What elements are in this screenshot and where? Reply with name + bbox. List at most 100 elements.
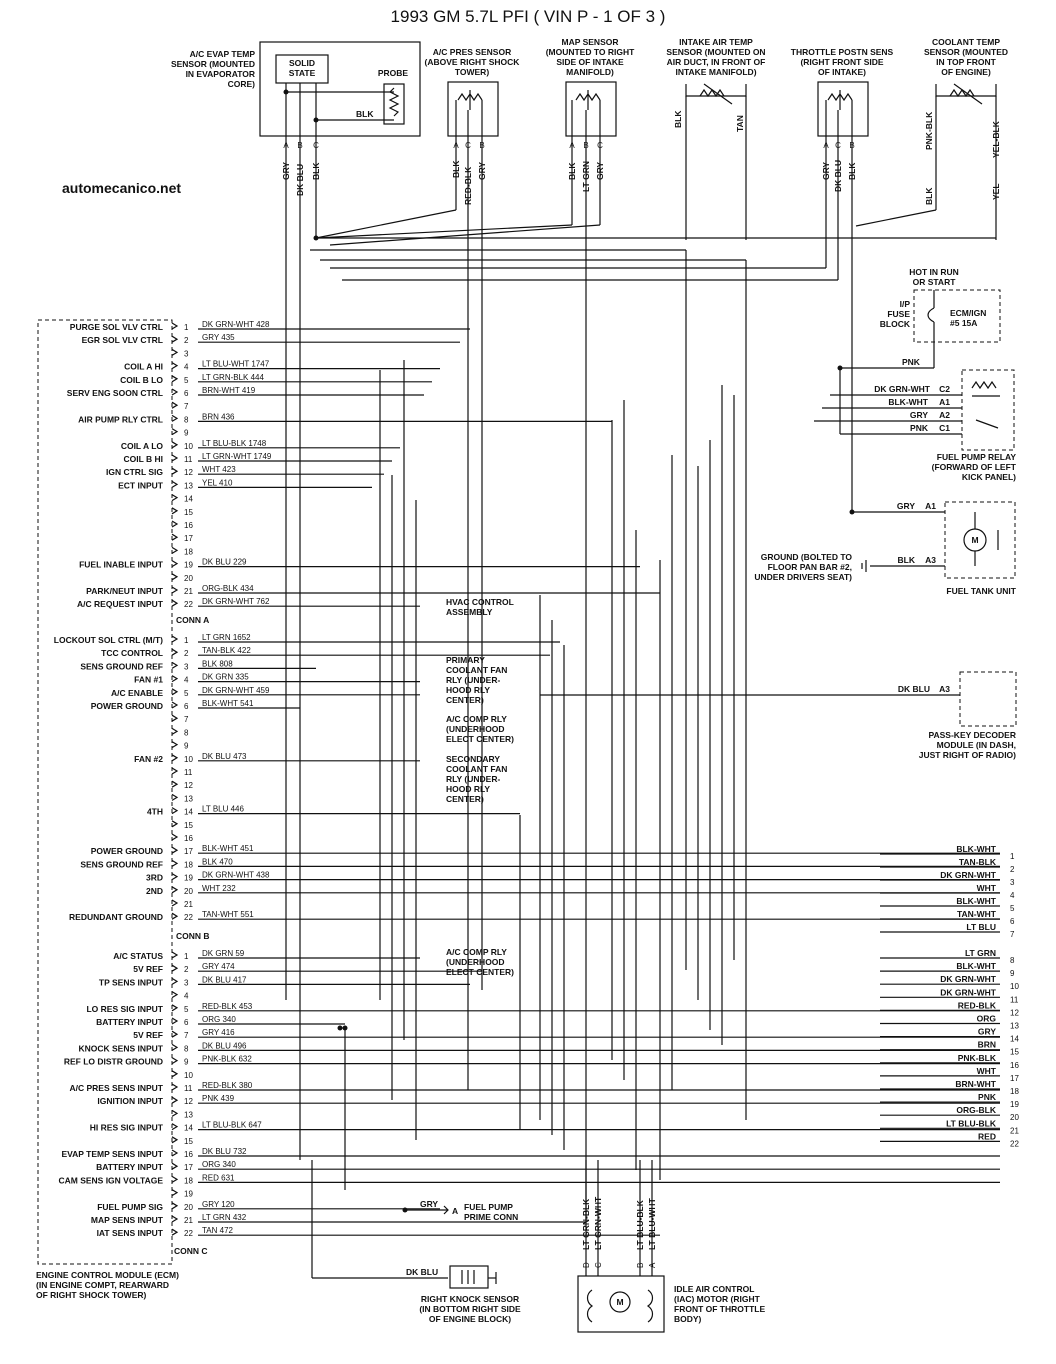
svg-text:A1: A1 [939,397,950,407]
conn-b-pin-9: 9 [171,741,189,751]
svg-text:A/C COMP RLY: A/C COMP RLY [446,947,507,957]
pin-number: 10 [184,442,193,451]
svg-text:GRY: GRY [897,501,915,511]
edge-wire-color: DK GRN-WHT [940,974,997,984]
svg-text:UNDER DRIVERS SEAT): UNDER DRIVERS SEAT) [754,572,852,582]
pin-number: 8 [184,415,189,424]
wire-label: GRY 416 [202,1028,235,1037]
pin-number: 17 [184,534,193,543]
pin-number: 13 [184,1110,193,1119]
svg-text:COOLANT TEMP: COOLANT TEMP [932,37,1000,47]
wire-label: ORG 340 [202,1160,236,1169]
pin-function: KNOCK SENS INPUT [78,1043,163,1053]
svg-text:SENSOR (MOUNTED ON: SENSOR (MOUNTED ON [666,47,765,57]
pin-function: EGR SOL VLV CTRL [82,335,163,345]
edge-wire-color: RED [978,1131,996,1141]
pin-number: 17 [184,847,193,856]
conn-b-pin-13: 13 [171,793,193,803]
conn-c-pin-19: 19 [171,1189,193,1199]
edge-pin-number: 15 [1010,1048,1019,1057]
pin-function: IAT SENS INPUT [97,1228,164,1238]
svg-text:(RIGHT FRONT SIDE: (RIGHT FRONT SIDE [800,57,883,67]
fuel-pump-relay: DK GRN-WHT C2 BLK-WHT A1 GRY A2 PNK C1 F… [814,368,1017,482]
conn-b-pin-21: 21 [171,899,193,909]
svg-text:B: B [636,1263,645,1268]
pin-number: 14 [184,495,193,504]
svg-text:INTAKE MANIFOLD): INTAKE MANIFOLD) [675,67,756,77]
pin-number: 4 [184,676,189,685]
svg-text:A2: A2 [939,410,950,420]
pin-number: 9 [184,1058,189,1067]
svg-text:ECM/IGN: ECM/IGN [950,308,986,318]
edge-pin-number: 4 [1010,891,1015,900]
pin-function: A/C PRES SENS INPUT [69,1083,163,1093]
pin-number: 19 [184,561,193,570]
ecm-label-3: OF RIGHT SHOCK TOWER) [36,1290,147,1300]
relay-labels: HVAC CONTROL ASSEMBLY PRIMARY COOLANT FA… [446,597,514,977]
svg-text:(ABOVE RIGHT SHOCK: (ABOVE RIGHT SHOCK [425,57,521,67]
wire-label: WHT 423 [202,465,236,474]
pin-number: 1 [184,952,189,961]
wire-label: LT GRN 432 [202,1213,247,1222]
edge-wire-color: WHT [977,1066,997,1076]
edge-pin-number: 18 [1010,1087,1019,1096]
pin-number: 14 [184,808,193,817]
wire-label: PNK 439 [202,1094,235,1103]
pin-number: 7 [184,715,189,724]
pin-number: 1 [184,636,189,645]
knock-sensor: DK BLU RIGHT KNOCK SENSOR (IN BOTTOM RIG… [311,1160,521,1324]
edge-pin-number: 16 [1010,1061,1019,1070]
svg-text:COOLANT FAN: COOLANT FAN [446,665,507,675]
pin-function: LO RES SIG INPUT [86,1004,163,1014]
svg-text:A3: A3 [925,555,936,565]
pin-function: SERV ENG SOON CTRL [67,388,163,398]
wire-label: DK GRN-WHT 459 [202,686,270,695]
svg-text:A: A [648,1262,657,1268]
edge-wire-color: WHT [977,883,997,893]
svg-text:CENTER): CENTER) [446,695,484,705]
svg-text:#5 15A: #5 15A [950,318,977,328]
wire-label: BLK 808 [202,659,233,668]
pin-number: 12 [184,781,193,790]
pin-function: EVAP TEMP SENS INPUT [61,1149,163,1159]
edge-pin-number: 3 [1010,878,1015,887]
svg-text:AIR DUCT, IN FRONT OF: AIR DUCT, IN FRONT OF [667,57,766,67]
svg-text:MAP SENSOR: MAP SENSOR [562,37,619,47]
wire-label: BRN-WHT 419 [202,386,256,395]
wire-label: TAN-BLK 422 [202,646,251,655]
wire-label: RED 631 [202,1173,235,1182]
edge-pin-number: 13 [1010,1022,1019,1031]
svg-text:HOOD RLY: HOOD RLY [446,784,490,794]
svg-text:A1: A1 [925,501,936,511]
svg-text:FLOOR PAN BAR #2,: FLOOR PAN BAR #2, [768,562,852,572]
svg-text:PNK: PNK [910,423,929,433]
pin-number: 11 [184,768,193,777]
svg-text:PNK: PNK [902,357,921,367]
svg-text:A/C EVAP TEMP: A/C EVAP TEMP [190,49,256,59]
svg-text:C1: C1 [939,423,950,433]
svg-text:HVAC CONTROL: HVAC CONTROL [446,597,514,607]
wire-label: GRY 120 [202,1200,235,1209]
pin-function: IGNITION INPUT [97,1096,163,1106]
ecm-box [37,319,173,1265]
edge-wire-color: BLK-WHT [956,844,996,854]
fuel-pump-prime-connector: GRY A FUEL PUMP PRIME CONN [402,1199,518,1222]
conn-b-pin-7: 7 [171,714,189,724]
pin-number: 7 [184,1031,189,1040]
conn-a-pin-18: 18 [171,546,193,556]
pin-function: FAN #2 [134,754,163,764]
